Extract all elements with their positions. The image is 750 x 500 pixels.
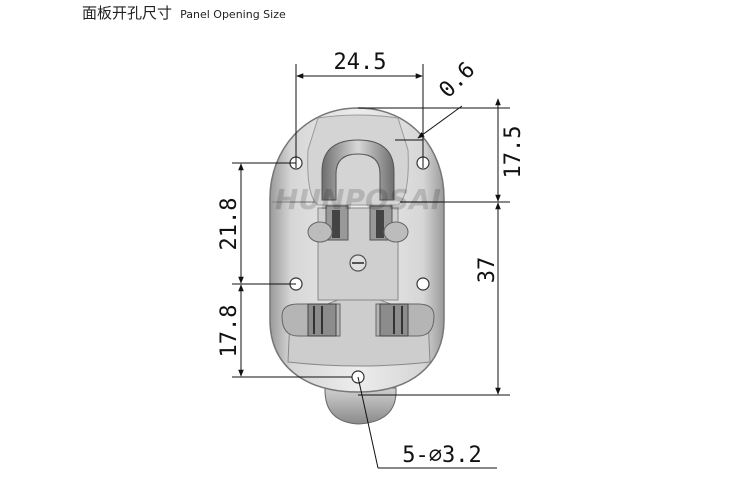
dim-lower-left: 17.8 xyxy=(217,305,242,358)
watermark: HUNPOSAI xyxy=(275,183,441,216)
bottom-knob xyxy=(324,387,397,425)
dim-top-height: 17.5 xyxy=(501,126,526,179)
handle xyxy=(321,139,395,201)
dim-lower-height: 37 xyxy=(475,257,500,284)
dimension-lines xyxy=(232,64,510,469)
page-title: 面板开孔尺寸 Panel Opening Size xyxy=(82,2,286,23)
title-zh: 面板开孔尺寸 xyxy=(82,4,173,22)
dim-upper-left: 21.8 xyxy=(217,198,242,251)
hole-mid-right xyxy=(416,277,430,291)
dim-holes: 5-∅3.2 xyxy=(402,443,481,468)
lock-body xyxy=(269,107,445,393)
dim-width: 24.5 xyxy=(334,50,387,75)
title-en: Panel Opening Size xyxy=(180,8,286,21)
dim-corner: 0.6 xyxy=(435,58,481,104)
